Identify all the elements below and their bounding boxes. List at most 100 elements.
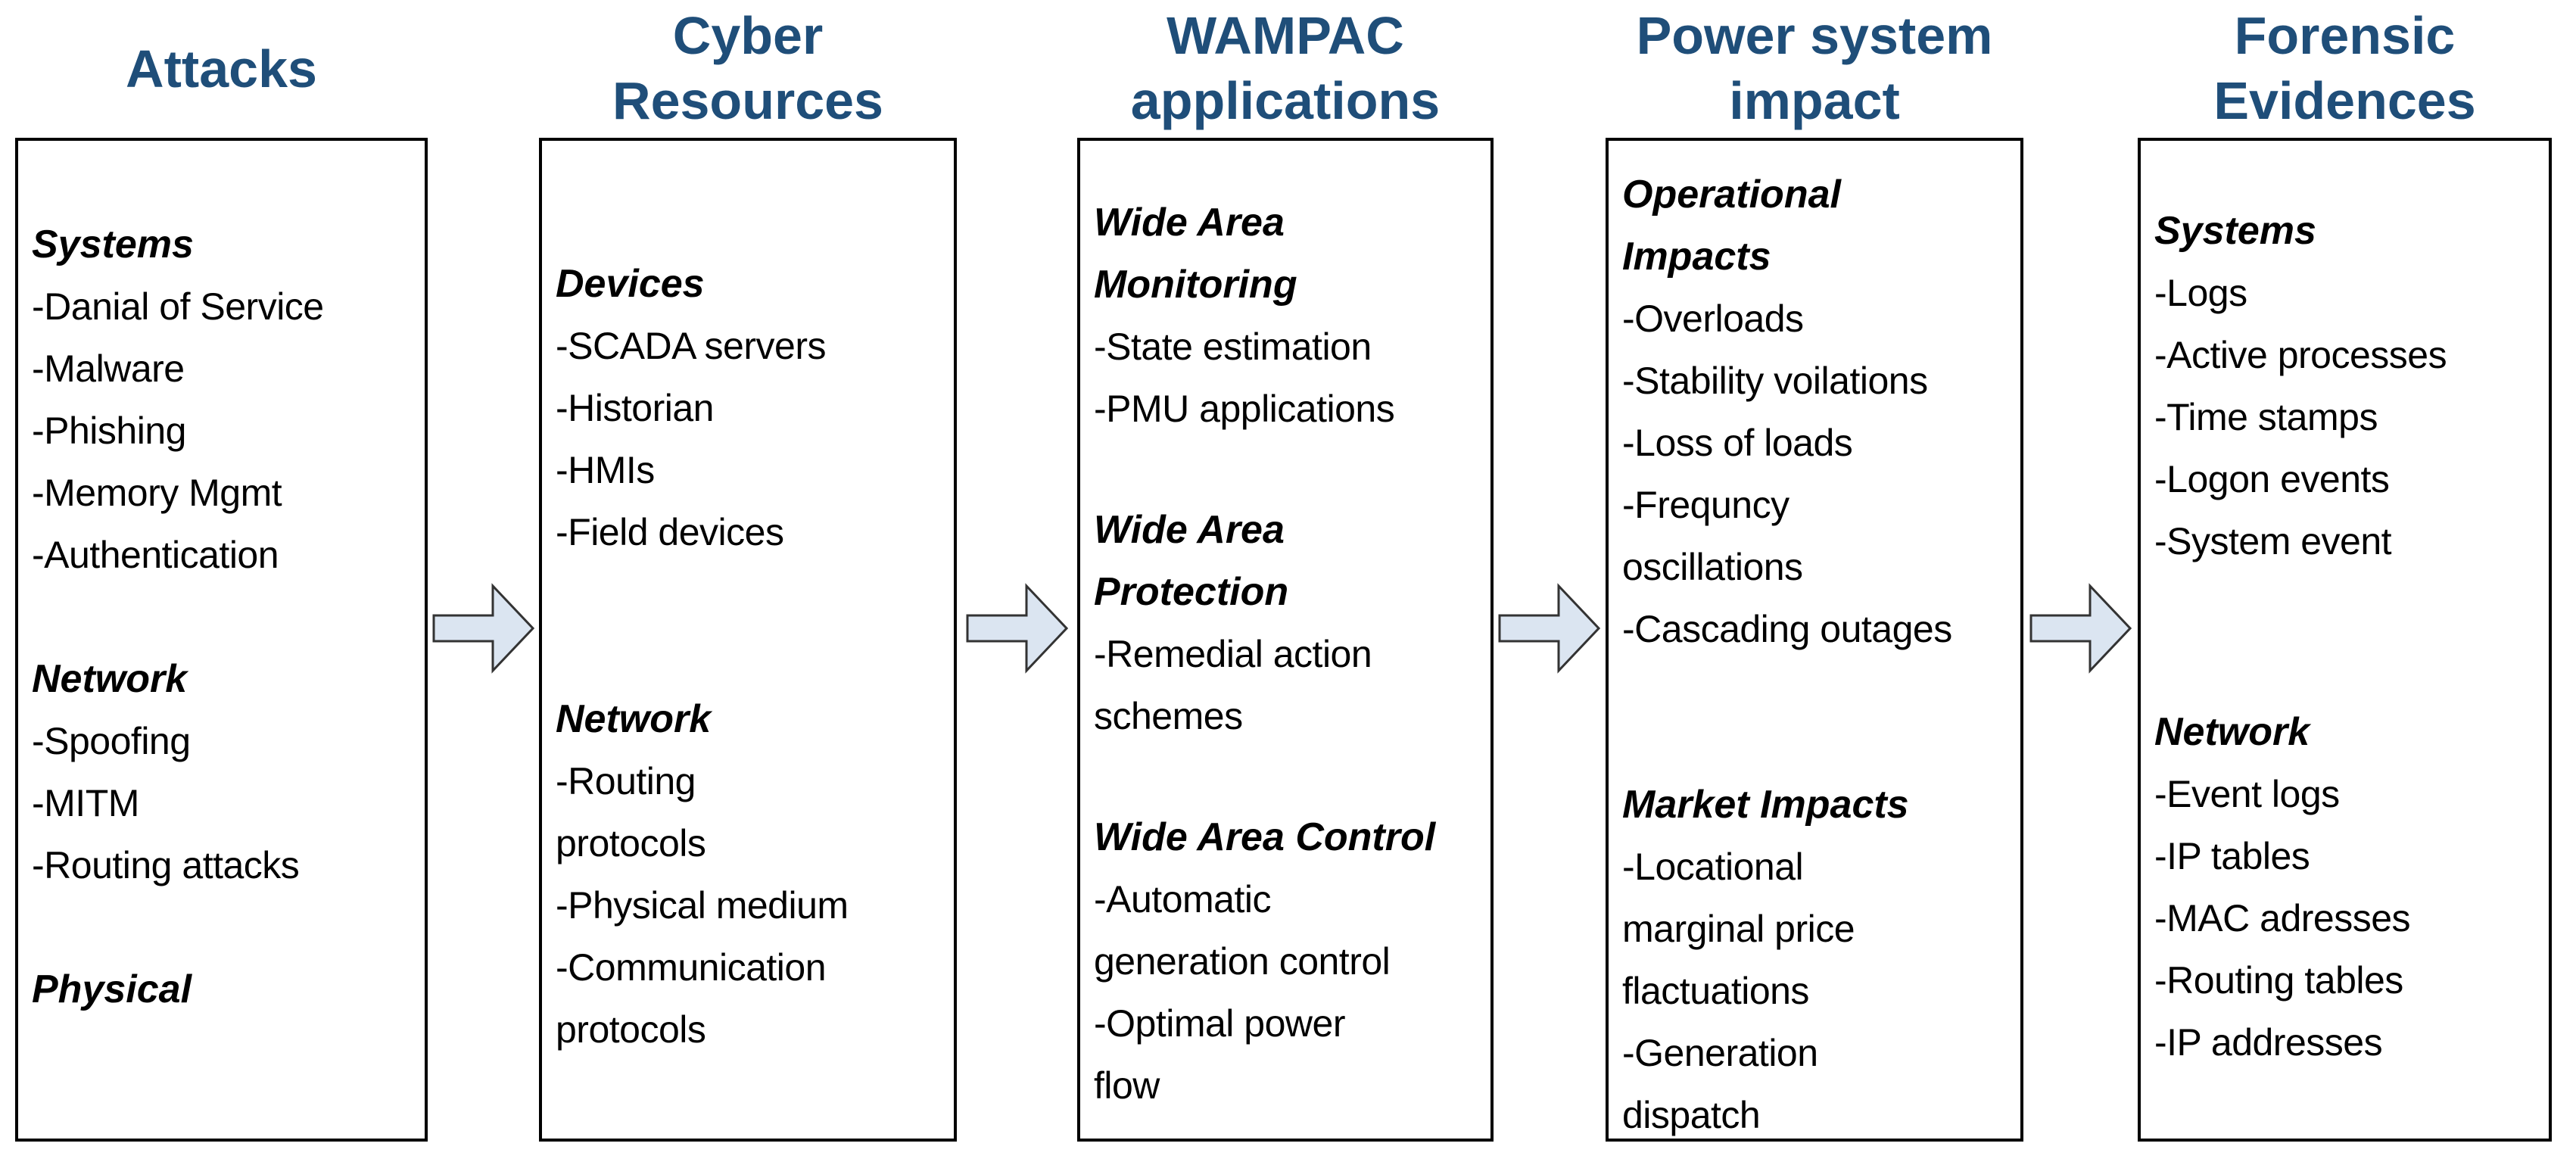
list-item: -Stability voilations bbox=[1622, 360, 1928, 402]
list-item: -IP addresses bbox=[2154, 1021, 2383, 1064]
section-title-line: Network bbox=[556, 697, 712, 741]
header-line: Cyber bbox=[672, 6, 824, 65]
column-header-attacks: Attacks bbox=[15, 0, 428, 138]
section-items: -Spoofing-MITM-Routing attacks bbox=[32, 710, 420, 896]
section-title-line: Monitoring bbox=[1094, 263, 1297, 307]
list-item: flow bbox=[1094, 1064, 1160, 1107]
section-network: Network -Spoofing-MITM-Routing attacks bbox=[32, 648, 420, 896]
section-title-line: Market Impacts bbox=[1622, 783, 1909, 827]
list-item: -Cascading outages bbox=[1622, 608, 1952, 650]
list-item: -System event bbox=[2154, 520, 2392, 562]
list-item: schemes bbox=[1094, 695, 1243, 737]
list-item: -Physical medium bbox=[556, 884, 849, 927]
list-item: -IP tables bbox=[2154, 835, 2310, 877]
list-item: -HMIs bbox=[556, 449, 655, 491]
list-item: protocols bbox=[556, 1008, 706, 1051]
section-title: Physical bbox=[32, 958, 420, 1020]
section-title: Systems bbox=[2154, 200, 2544, 262]
section-title: Network bbox=[556, 688, 949, 750]
list-item: -Routing attacks bbox=[32, 844, 300, 886]
section-title-line: Wide Area Control bbox=[1094, 815, 1436, 859]
section-title: Market Impacts bbox=[1622, 774, 2016, 836]
section-title: Network bbox=[32, 648, 420, 710]
section-title: Devices bbox=[556, 253, 949, 315]
list-item: -Active processes bbox=[2154, 334, 2447, 376]
section-systems: Systems -Logs -Active processes -Time stam… bbox=[2154, 200, 2544, 572]
section-title-line: Operational bbox=[1622, 173, 1841, 217]
list-item: -Loss of loads bbox=[1622, 422, 1853, 464]
list-item: generation control bbox=[1094, 940, 1391, 983]
flow-arrow bbox=[432, 583, 534, 674]
header-line: Power system bbox=[1636, 6, 1993, 65]
list-item: -Malware bbox=[32, 347, 185, 390]
list-item: -Logs bbox=[2154, 272, 2247, 314]
header-line: Forensic bbox=[2234, 6, 2456, 65]
list-item: -Routing tables bbox=[2154, 959, 2403, 1002]
list-item: -Automatic bbox=[1094, 878, 1271, 921]
list-item: -Communication bbox=[556, 946, 827, 989]
list-item: -Memory Mgmt bbox=[32, 472, 282, 514]
column-header-power-system-impact: Power system impact bbox=[1606, 0, 2023, 138]
list-item: protocols bbox=[556, 822, 706, 864]
section-title: Network bbox=[2154, 701, 2544, 763]
flow-arrow bbox=[2029, 583, 2132, 674]
list-item: -MAC adresses bbox=[2154, 897, 2411, 939]
header-line: WAMPAC bbox=[1167, 6, 1404, 65]
section-items: -Automatic generation control -Optimal pow… bbox=[1094, 868, 1486, 1117]
header-line: Resources bbox=[612, 71, 883, 130]
list-item: -SCADA servers bbox=[556, 325, 826, 367]
section-title: Systems bbox=[32, 213, 420, 276]
section-items: -Routing protocols -Physical medium -Commun… bbox=[556, 750, 949, 1061]
section-title-line: Impacts bbox=[1622, 235, 1771, 279]
flow-arrow bbox=[1498, 583, 1600, 674]
list-item: -Time stamps bbox=[2154, 396, 2378, 438]
header-line: Evidences bbox=[2213, 71, 2476, 130]
section-title-line: Wide Area bbox=[1094, 201, 1285, 245]
header-line: impact bbox=[1729, 71, 1900, 130]
header-line: applications bbox=[1130, 71, 1441, 130]
column-header-wampac-applications: WAMPAC applications bbox=[1077, 0, 1494, 138]
section-systems: Systems -Danial of Service-Malware-Phish… bbox=[32, 213, 420, 586]
section-title-line: Wide Area bbox=[1094, 508, 1285, 552]
list-item: -Spoofing bbox=[32, 720, 191, 762]
section-network: Network -Event logs -IP tables -MAC adress… bbox=[2154, 701, 2544, 1073]
attacks-box: Systems -Danial of Service-Malware-Phish… bbox=[15, 138, 428, 1142]
list-item: -Authentication bbox=[32, 534, 279, 576]
list-item: -Optimal power bbox=[1094, 1002, 1346, 1045]
list-item: -Generation bbox=[1622, 1032, 1818, 1074]
list-item: -Logon events bbox=[2154, 458, 2390, 500]
forensic-evidences-box: Systems -Logs -Active processes -Time stam… bbox=[2138, 138, 2552, 1142]
list-item: -Overloads bbox=[1622, 298, 1804, 340]
section-title-line: Protection bbox=[1094, 570, 1289, 614]
list-item: oscillations bbox=[1622, 546, 1803, 588]
section-title-line: Devices bbox=[556, 262, 705, 306]
list-item: flactuations bbox=[1622, 970, 1809, 1012]
section-wide-area-control: Wide Area Control -Automatic generation c… bbox=[1094, 806, 1486, 1117]
list-item: -Historian bbox=[556, 387, 714, 429]
section-items: -State estimation-PMU applications bbox=[1094, 316, 1486, 440]
list-item: -Field devices bbox=[556, 511, 784, 553]
section-title-line: Systems bbox=[32, 223, 194, 266]
section-network: Network -Routing protocols -Physical mediu… bbox=[556, 688, 949, 1061]
list-item: -Danial of Service bbox=[32, 285, 324, 328]
list-item: -Event logs bbox=[2154, 773, 2340, 815]
list-item: -Routing bbox=[556, 760, 696, 802]
section-title-line: Physical bbox=[32, 967, 192, 1011]
section-devices: Devices -SCADA servers -Historian -HMIs -Fi… bbox=[556, 253, 949, 563]
section-title-line: Network bbox=[2154, 710, 2310, 754]
